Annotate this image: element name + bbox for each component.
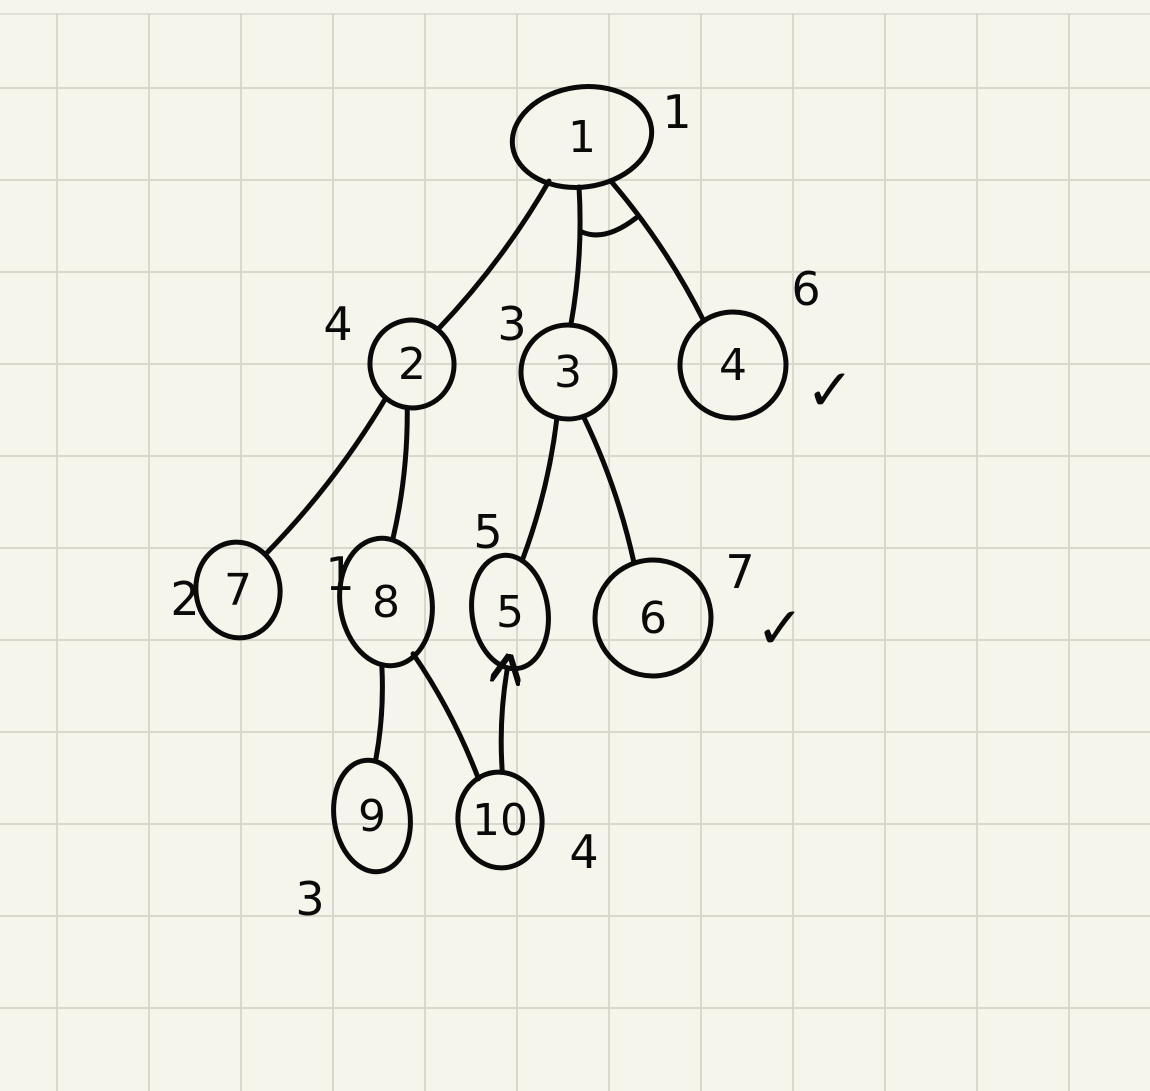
edge-1-2: [435, 178, 552, 332]
edge-2-7: [263, 395, 389, 557]
node-2-annotation: 4: [323, 297, 352, 351]
edge-3-5: [520, 415, 560, 561]
node-7: 72: [170, 539, 283, 641]
node-9-circle: [331, 757, 413, 875]
node-1-circle: [509, 84, 655, 190]
node-5-label: 5: [496, 587, 524, 638]
node-10-circle: [455, 769, 545, 871]
node-3-annotation: 3: [497, 297, 526, 351]
edge-10-5: [501, 669, 507, 775]
node-7-annotation: 2: [170, 572, 199, 626]
tree-edges: [263, 178, 707, 782]
node-5-annotation: 5: [473, 505, 502, 559]
node-6-check-icon: ✓: [756, 594, 805, 662]
node-6-circle: [592, 557, 714, 679]
node-3-label: 3: [554, 347, 582, 398]
node-4-annotation: 6: [791, 262, 820, 316]
node-8-circle: [337, 535, 435, 669]
node-4-label: 4: [719, 340, 747, 391]
node-7-label: 7: [224, 565, 252, 616]
node-6: 6 7✓: [592, 545, 805, 679]
node-7-circle: [193, 539, 283, 641]
edge-8-10: [410, 651, 481, 782]
edge-1-4: [609, 179, 707, 324]
node-4-check-icon: ✓: [806, 356, 855, 424]
edge-2-8: [390, 405, 410, 542]
node-4: 46 ✓: [677, 262, 855, 424]
node-5-circle: [469, 552, 551, 672]
node-6-annotation: 7: [725, 545, 754, 599]
node-8: 81: [325, 535, 435, 669]
node-6-label: 6: [639, 593, 667, 644]
node-5: 55: [469, 505, 551, 672]
node-3: 33: [497, 297, 618, 422]
node-8-annotation: 1: [325, 547, 354, 601]
node-10-label: 10: [472, 795, 528, 846]
node-9-annotation: 3: [295, 872, 324, 926]
node-3-circle: [518, 322, 618, 422]
edge-1-3: [568, 184, 583, 328]
edge-3-6: [580, 413, 637, 566]
node-2-label: 2: [398, 339, 426, 390]
edge-crossing-mark: [579, 215, 639, 238]
node-2: 24: [323, 297, 457, 411]
edge-8-9: [373, 663, 385, 763]
node-10-annotation: 4: [569, 825, 598, 879]
node-10: 10 4: [455, 769, 599, 879]
node-1-label: 1: [568, 112, 596, 163]
node-9: 93: [295, 757, 413, 926]
node-8-label: 8: [372, 577, 400, 628]
node-1-annotation: 1: [662, 85, 691, 139]
node-4-circle: [677, 309, 789, 421]
node-9-label: 9: [358, 791, 386, 842]
grid-paper: [0, 14, 1150, 1091]
node-2-circle: [367, 317, 457, 411]
